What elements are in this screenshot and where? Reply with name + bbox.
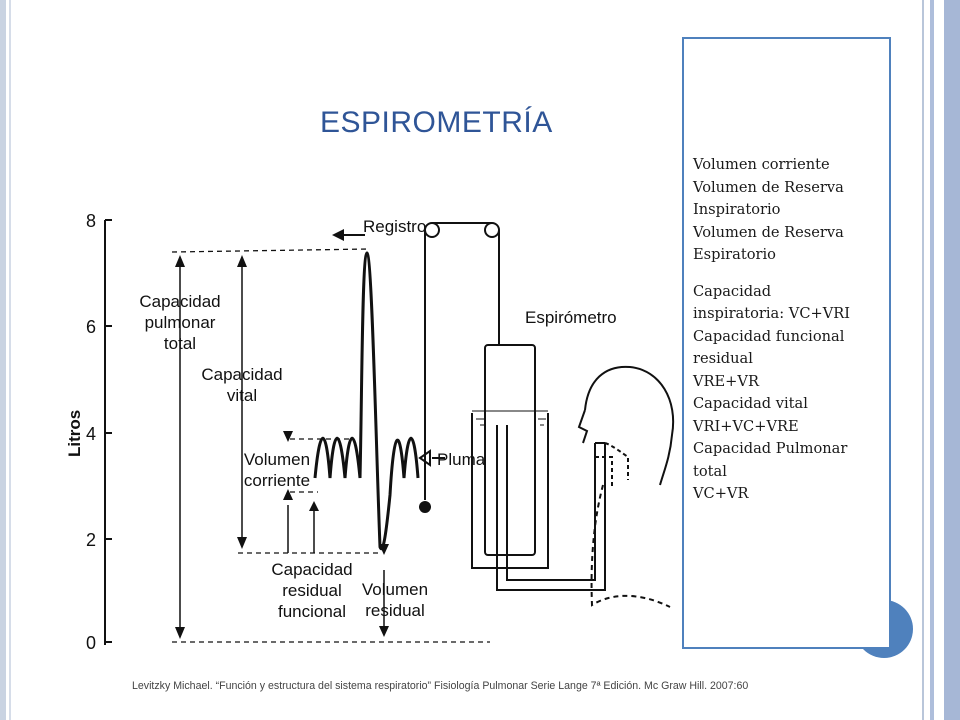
pulley-left-icon xyxy=(424,222,440,238)
definitions-textbox[interactable]: Volumen corriente Volumen de Reserva Ins… xyxy=(682,37,891,649)
crf-label: residual xyxy=(282,581,342,600)
textbox-line: Capacidad Pulmonar xyxy=(693,440,848,457)
y-axis-label: Litros xyxy=(65,410,84,457)
slide-frame-left-line xyxy=(9,0,11,720)
vr-label: Volumen xyxy=(362,580,428,599)
textbox-line: Volumen corriente xyxy=(693,156,830,173)
arrowhead-up xyxy=(309,501,319,511)
textbox-line: Inspiratorio xyxy=(693,201,781,218)
arrowhead-down xyxy=(237,537,247,549)
y-tick-label: 4 xyxy=(86,424,96,444)
textbox-line: Volumen de Reserva xyxy=(693,178,844,196)
textbox-line: residual xyxy=(693,350,753,367)
textbox-line: VRI+VC+VRE xyxy=(693,417,799,435)
cv-label: Capacidad xyxy=(201,365,282,384)
textbox-line: VRE+VR xyxy=(693,372,759,390)
textbox-line: Capacidad funcional xyxy=(693,327,845,345)
patient-icon xyxy=(577,365,675,608)
arrowhead-down xyxy=(283,431,293,442)
arrowhead-down xyxy=(379,626,389,637)
textbox-line: Espiratorio xyxy=(693,246,776,263)
arrowhead-up xyxy=(237,255,247,267)
textbox-line: Capacidad vital xyxy=(693,395,808,412)
counterweight-icon xyxy=(419,501,431,513)
cpt-label: total xyxy=(164,334,196,353)
y-tick-label: 2 xyxy=(86,530,96,550)
arrowhead-down xyxy=(175,627,185,639)
spirometer-icon xyxy=(471,344,606,591)
cv-label: vital xyxy=(227,386,257,405)
tlc-dashed-line xyxy=(171,248,371,253)
y-tick-label: 0 xyxy=(86,633,96,653)
arrowhead-up xyxy=(175,255,185,267)
slide-frame-left xyxy=(0,0,6,720)
cpt-label: pulmonar xyxy=(145,313,216,332)
cpt-label: Capacidad xyxy=(139,292,220,311)
water-marks xyxy=(476,418,546,426)
slide-frame-right xyxy=(920,0,960,720)
textbox-line: Capacidad xyxy=(693,282,772,300)
textbox-line: Volumen de Reserva xyxy=(693,223,844,241)
spirogram-trace xyxy=(313,251,420,551)
textbox-line: inspiratoria: VC+VRI xyxy=(693,305,851,322)
crf-label: Capacidad xyxy=(271,560,352,579)
vc-label: corriente xyxy=(244,471,310,490)
pluma-label: Pluma xyxy=(437,450,486,469)
spirometry-diagram: 8 6 4 2 0 Litros xyxy=(65,211,675,653)
textbox-gap xyxy=(693,267,889,281)
textbox-line: total xyxy=(693,462,727,480)
crf-label: funcional xyxy=(278,602,346,621)
y-tick-label: 8 xyxy=(86,211,96,231)
vc-label: Volumen xyxy=(244,450,310,469)
registro-label: Registro xyxy=(363,217,426,236)
vr-label: residual xyxy=(365,601,425,620)
slide-title: ESPIROMETRÍA xyxy=(320,106,553,139)
arrowhead-up xyxy=(283,489,293,500)
textbox-line: VC+VR xyxy=(693,485,749,502)
y-tick-label: 6 xyxy=(86,317,96,337)
espirometro-label: Espirómetro xyxy=(525,308,617,327)
pulley-right-icon xyxy=(484,222,500,238)
citation-footer: Levitzky Michael. “Función y estructura … xyxy=(132,680,749,692)
registro-arrowhead xyxy=(332,229,344,241)
